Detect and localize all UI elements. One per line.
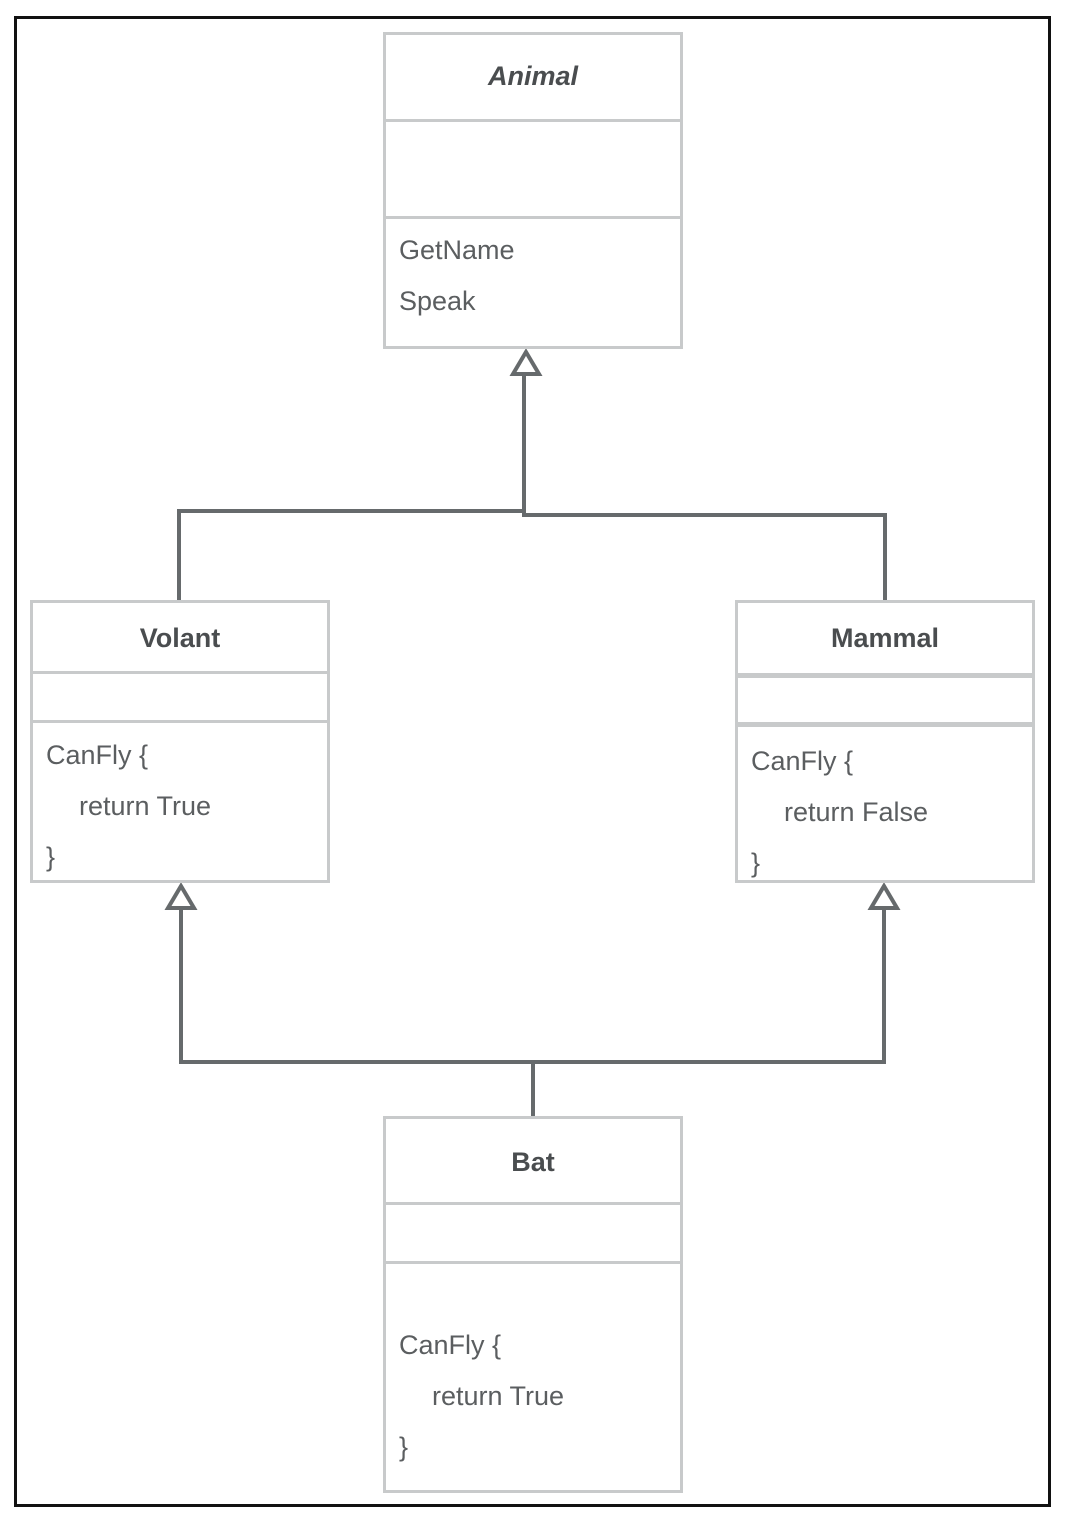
divider-volant-attributes [33, 720, 327, 723]
class-mammal: Mammal CanFly { return False } [735, 600, 1035, 883]
method-animal-speak: Speak [399, 286, 476, 316]
method-bat-return: return True [432, 1381, 565, 1411]
divider-mammal-attributes [738, 722, 1032, 727]
method-volant-canfly-close: } [46, 842, 56, 872]
method-mammal-canfly-close: } [751, 848, 761, 878]
edge-bat-to-mammal [533, 909, 886, 1064]
edge-volant-to-animal [177, 375, 526, 601]
class-name-mammal: Mammal [830, 623, 940, 653]
class-bat: Bat CanFly { return True } [383, 1116, 683, 1493]
divider-animal-attributes [386, 216, 680, 219]
divider-animal-name [386, 119, 680, 122]
class-name-volant: Volant [139, 623, 221, 653]
arrowhead-volant [164, 882, 198, 910]
divider-volant-name [33, 671, 327, 674]
class-name-animal: Animal [487, 61, 579, 91]
divider-mammal-name [738, 673, 1032, 678]
method-volant-canfly-open: CanFly { [46, 740, 149, 770]
method-bat-canfly-close: } [399, 1432, 409, 1462]
arrowhead-mammal [867, 882, 901, 910]
class-name-bat: Bat [511, 1147, 555, 1177]
edge-mammal-to-animal [522, 375, 887, 601]
class-animal: Animal GetName Speak [383, 32, 683, 349]
method-animal-getname: GetName [399, 235, 515, 265]
method-bat-canfly-open: CanFly { [399, 1330, 502, 1360]
edge-bat-to-volant [179, 909, 535, 1118]
method-mammal-return: return False [784, 797, 929, 827]
class-volant: Volant CanFly { return True } [30, 600, 330, 883]
divider-bat-name [386, 1202, 680, 1205]
method-volant-return: return True [79, 791, 212, 821]
arrowhead-animal [509, 348, 543, 376]
divider-bat-attributes [386, 1261, 680, 1264]
method-mammal-canfly-open: CanFly { [751, 746, 854, 776]
